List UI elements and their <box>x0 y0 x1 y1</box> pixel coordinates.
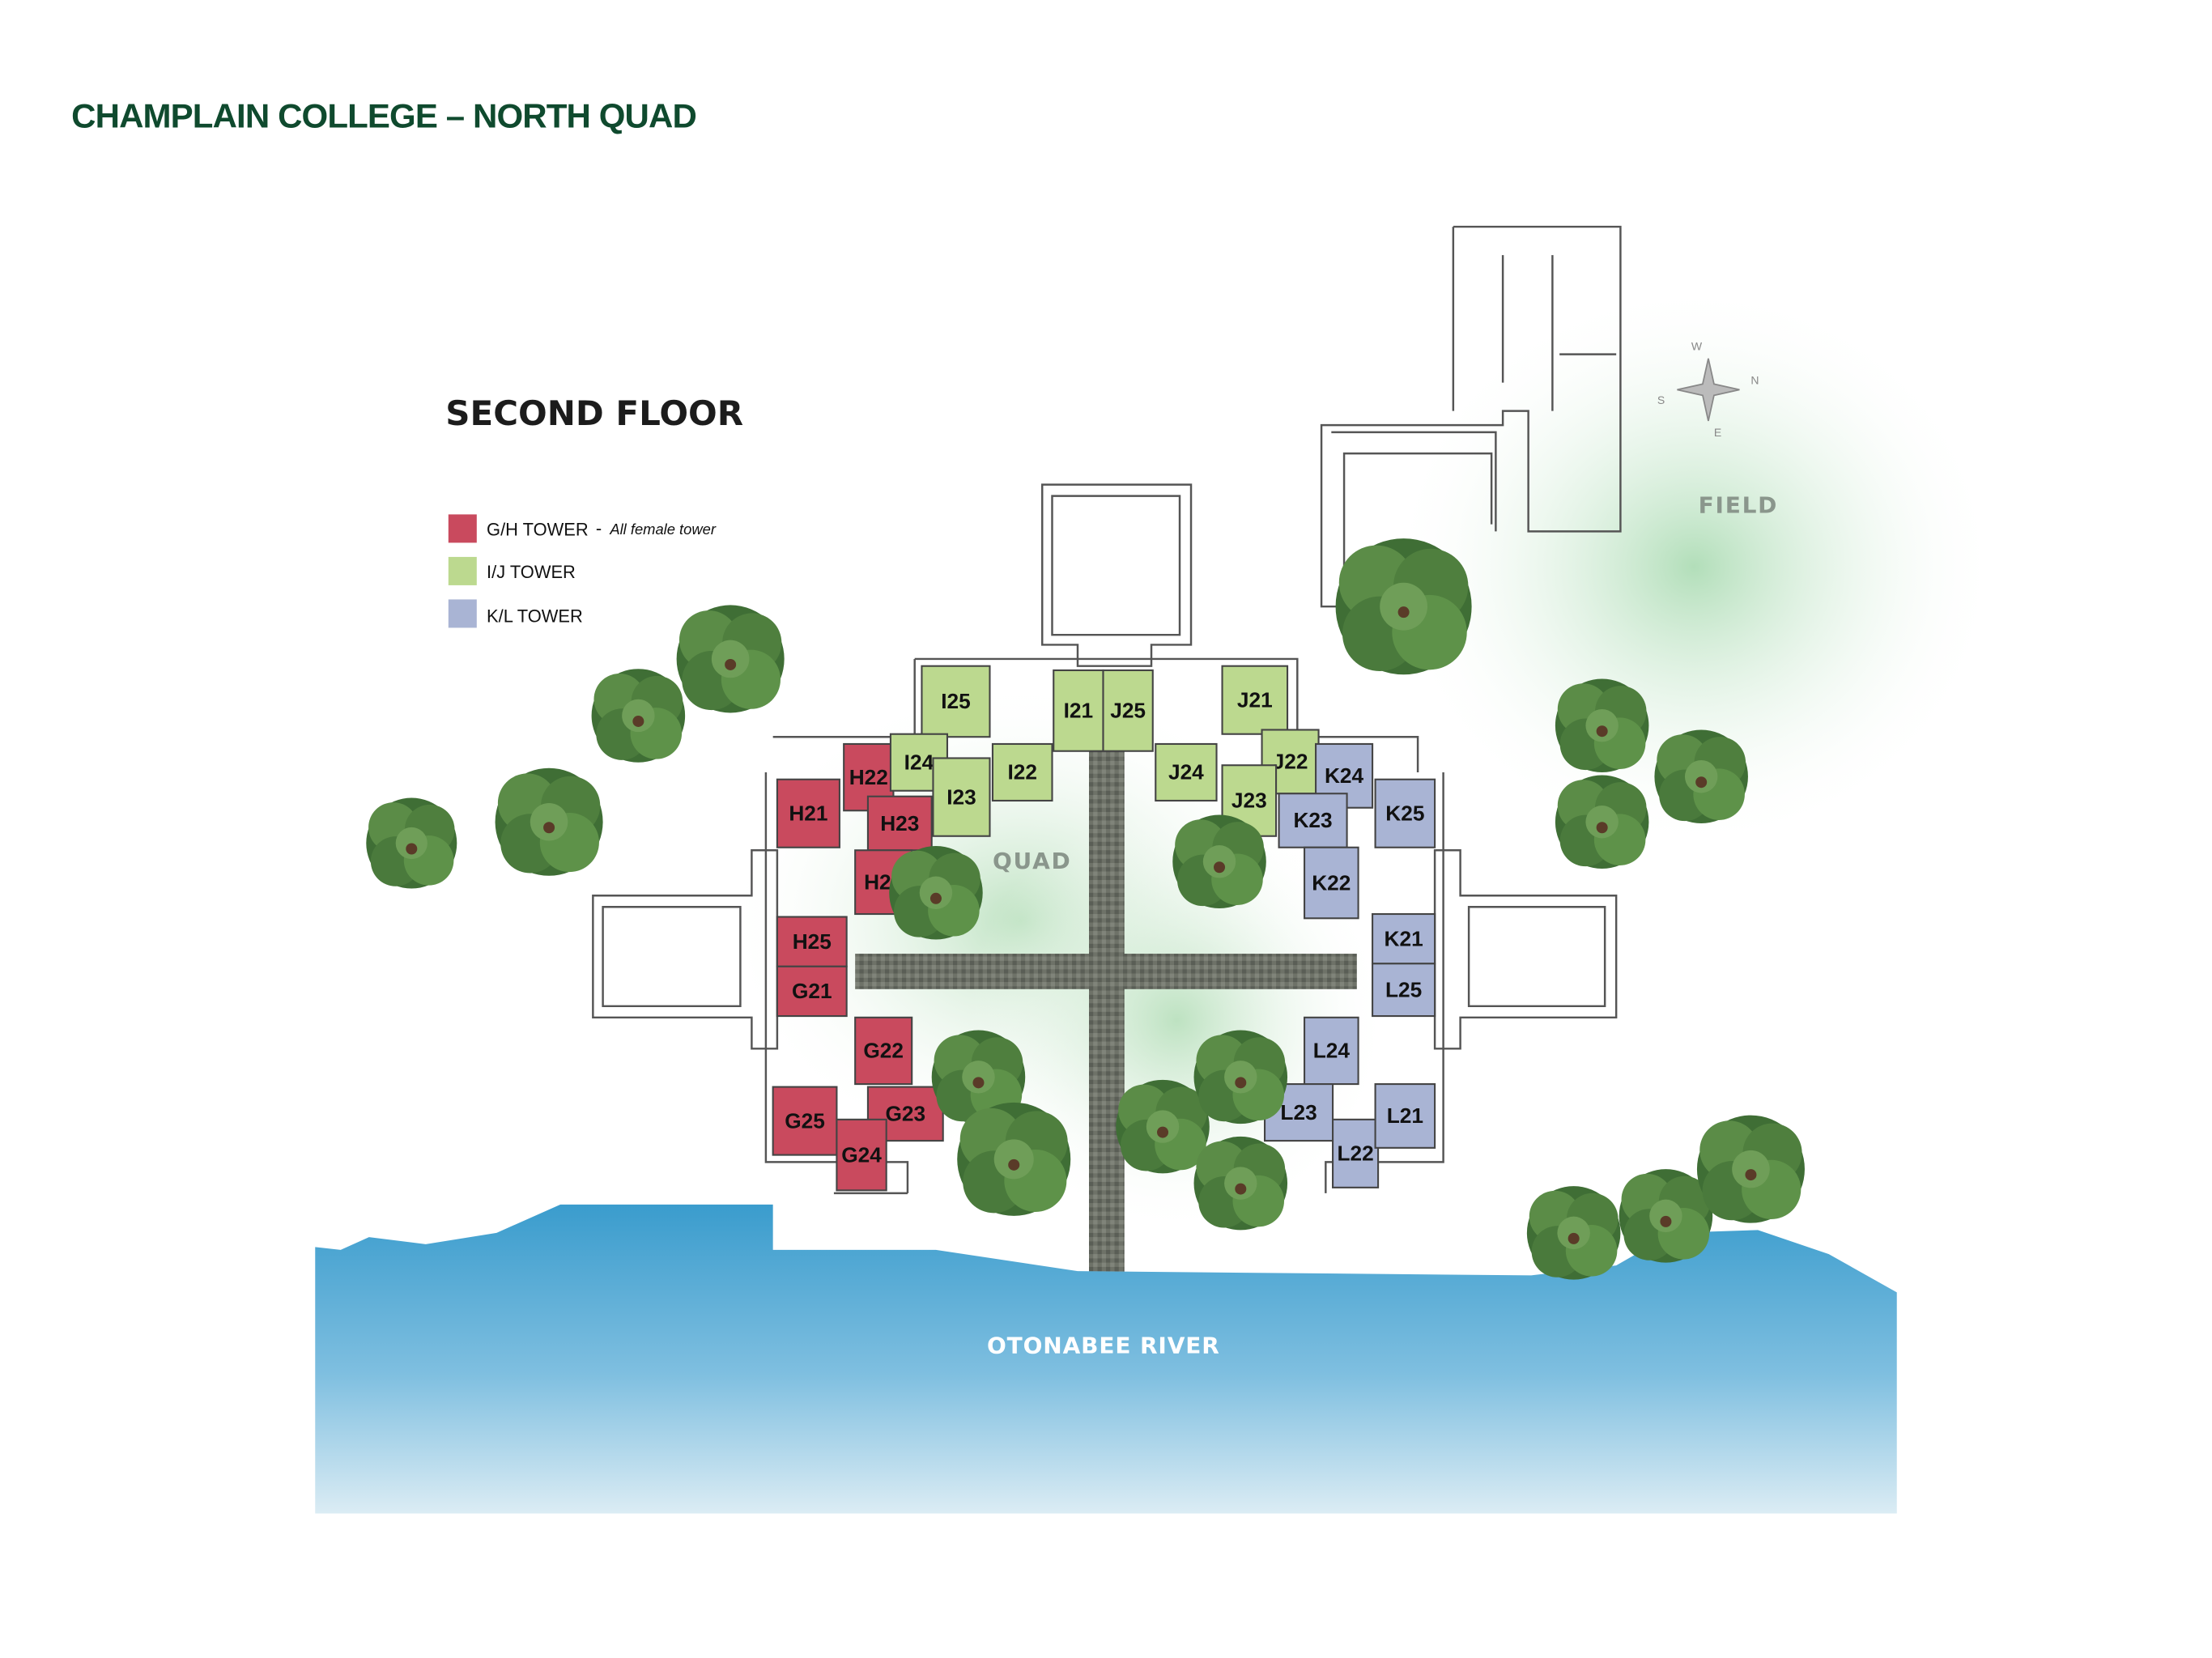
room-label: G25 <box>785 1108 825 1133</box>
room-l21[interactable] <box>1374 1083 1436 1149</box>
room-label: K23 <box>1293 808 1332 832</box>
room-label: I25 <box>941 689 971 713</box>
quad-label: QUAD <box>993 848 1072 874</box>
trees <box>366 538 1805 1280</box>
tree-icon <box>889 846 983 940</box>
room-label: H25 <box>793 929 832 954</box>
room-g21[interactable] <box>776 965 848 1018</box>
tree-icon <box>1654 729 1748 823</box>
room-label: I22 <box>1007 760 1037 784</box>
compass-n: N <box>1750 373 1759 386</box>
room-label: H21 <box>789 801 827 825</box>
room-label: K25 <box>1385 801 1424 825</box>
legend-swatch-kl <box>448 599 477 628</box>
room-label: L25 <box>1385 977 1422 1001</box>
tree-icon <box>676 605 785 713</box>
room-g24[interactable] <box>836 1118 887 1192</box>
room-label: I24 <box>904 750 934 774</box>
room-g22[interactable] <box>854 1016 913 1086</box>
tree-icon <box>495 767 603 876</box>
compass-s: S <box>1657 393 1665 406</box>
room-j25[interactable] <box>1102 669 1154 752</box>
legend-label-gh: G/H TOWER <box>487 520 589 540</box>
tree-icon <box>957 1102 1071 1216</box>
room-label: J21 <box>1237 687 1273 712</box>
tree-icon <box>931 1030 1026 1124</box>
room-label: L24 <box>1313 1039 1351 1063</box>
compass-e: E <box>1714 426 1721 439</box>
room-k21[interactable] <box>1372 912 1436 965</box>
legend: G/H TOWER - All female tower I/J TOWER K… <box>448 514 717 628</box>
tree-icon <box>366 797 457 889</box>
tree-icon <box>1619 1169 1713 1263</box>
page-title: CHAMPLAIN COLLEGE – NORTH QUAD <box>71 97 696 135</box>
room-k25[interactable] <box>1374 778 1436 848</box>
room-label: G23 <box>886 1102 926 1126</box>
legend-swatch-gh <box>448 514 477 543</box>
room-label: J24 <box>1168 760 1204 784</box>
river-label: OTONABEE RIVER <box>987 1333 1220 1359</box>
compass-rose-icon <box>1677 358 1740 422</box>
room-i25[interactable] <box>921 665 991 738</box>
room-j24[interactable] <box>1155 742 1218 802</box>
room-h23[interactable] <box>866 795 933 852</box>
tree-icon <box>1193 1136 1288 1231</box>
room-j21[interactable] <box>1221 665 1289 735</box>
room-label: K24 <box>1325 763 1364 788</box>
room-label: L21 <box>1387 1103 1423 1128</box>
room-label: J23 <box>1231 789 1267 813</box>
walkway-horizontal <box>855 954 1357 989</box>
room-l22[interactable] <box>1332 1118 1380 1188</box>
tree-icon <box>1116 1079 1210 1174</box>
tree-icon <box>1335 538 1472 675</box>
legend-swatch-ij <box>448 556 477 585</box>
room-k23[interactable] <box>1278 793 1348 848</box>
tree-icon <box>1696 1115 1805 1223</box>
tree-icon <box>1555 775 1649 869</box>
walkway-vertical <box>1088 750 1125 1273</box>
legend-dash: - <box>596 518 602 538</box>
room-label: L22 <box>1337 1141 1373 1166</box>
room-label: G21 <box>792 979 832 1003</box>
room-label: J25 <box>1110 699 1146 723</box>
room-k22[interactable] <box>1304 846 1359 920</box>
field-area <box>1389 283 1999 851</box>
field-label: FIELD <box>1699 492 1779 519</box>
compass-w: W <box>1691 339 1703 352</box>
room-label: H23 <box>880 811 919 835</box>
room-label: J22 <box>1273 750 1308 774</box>
legend-label-kl: K/L TOWER <box>487 606 583 626</box>
room-label: K21 <box>1385 926 1423 950</box>
tree-icon <box>1526 1186 1621 1280</box>
legend-label-ij: I/J TOWER <box>487 562 576 582</box>
room-i23[interactable] <box>932 757 991 837</box>
room-label: I21 <box>1064 699 1094 723</box>
floor-title: SECOND FLOOR <box>445 393 743 433</box>
room-label: G24 <box>841 1142 882 1167</box>
room-g25[interactable] <box>772 1086 838 1156</box>
room-l24[interactable] <box>1304 1016 1359 1086</box>
legend-note-gh: All female tower <box>609 521 716 538</box>
room-h21[interactable] <box>776 778 840 848</box>
tree-icon <box>1193 1030 1288 1124</box>
room-i21[interactable] <box>1053 669 1104 752</box>
room-label: K22 <box>1312 870 1351 895</box>
room-l25[interactable] <box>1372 963 1436 1018</box>
tree-icon <box>1555 678 1649 772</box>
room-label: I23 <box>946 784 976 809</box>
room-label: L23 <box>1280 1100 1317 1124</box>
room-i22[interactable] <box>991 742 1053 802</box>
compass: N S E W <box>1657 339 1759 439</box>
room-label: G22 <box>863 1039 904 1063</box>
building-outlines <box>592 225 1622 1195</box>
room-label: H22 <box>849 765 888 789</box>
otonabee-river <box>315 1204 1897 1514</box>
tree-icon <box>591 669 686 763</box>
tree-icon <box>1172 814 1266 909</box>
